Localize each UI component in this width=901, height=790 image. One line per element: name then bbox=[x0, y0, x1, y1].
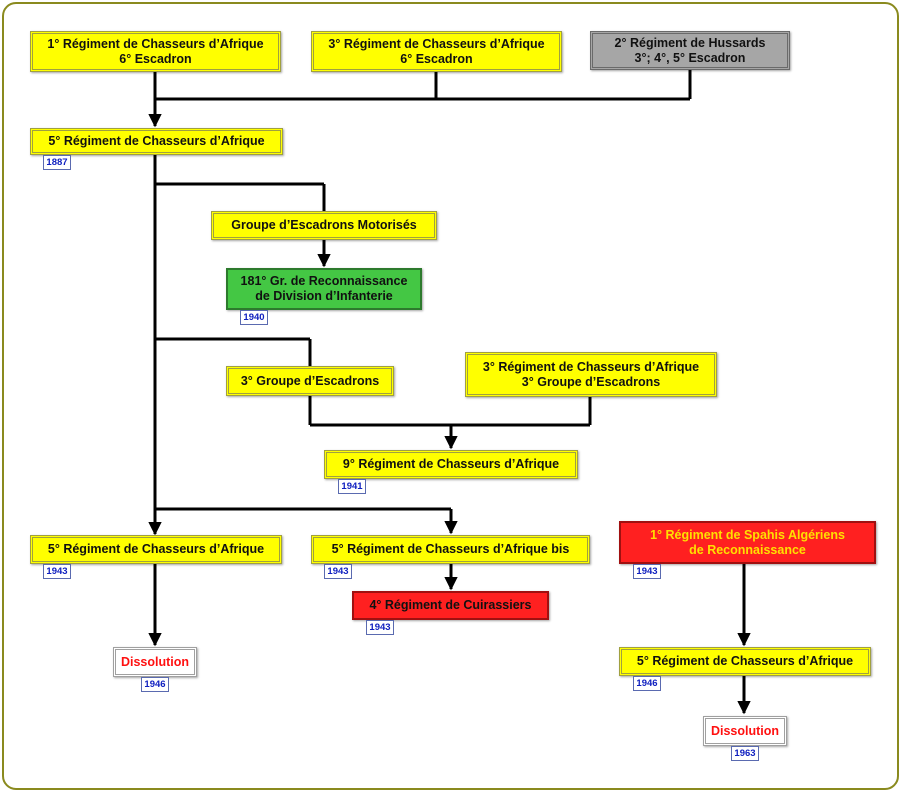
node-9rca: 9° Régiment de Chasseurs d’Afrique bbox=[324, 450, 578, 479]
node-181-gr-reconnaissance: 181° Gr. de Reconnaissance de Division d… bbox=[226, 268, 422, 310]
node-4e-cuirassiers: 4° Régiment de Cuirassiers bbox=[352, 591, 549, 620]
node-label: 2° Régiment de Hussards 3°; 4°, 5° Escad… bbox=[614, 35, 766, 65]
node-label: 1° Régiment de Spahis Algériens de Recon… bbox=[650, 527, 845, 557]
node-label: 9° Régiment de Chasseurs d’Afrique bbox=[342, 457, 560, 471]
node-label: 4° Régiment de Cuirassiers bbox=[369, 598, 532, 612]
node-3rca-3e-groupe: 3° Régiment de Chasseurs d’Afrique 3° Gr… bbox=[465, 352, 717, 397]
node-label: 1° Régiment de Chasseurs d’Afrique 6° Es… bbox=[47, 36, 264, 66]
year-badge-1943: 1943 bbox=[633, 564, 661, 579]
node-3rca-6e-escadron: 3° Régiment de Chasseurs d’Afrique 6° Es… bbox=[311, 31, 562, 72]
node-5rca-bis: 5° Régiment de Chasseurs d’Afrique bis bbox=[311, 535, 590, 564]
node-label: 3° Régiment de Chasseurs d’Afrique 6° Es… bbox=[328, 36, 545, 66]
node-label: 5° Régiment de Chasseurs d’Afrique bbox=[48, 134, 265, 148]
node-label: Dissolution bbox=[710, 723, 780, 738]
node-5rca-1946: 5° Régiment de Chasseurs d’Afrique bbox=[619, 647, 871, 676]
year-badge-1946: 1946 bbox=[633, 676, 661, 691]
node-3e-groupe-escadrons: 3° Groupe d’Escadrons bbox=[226, 366, 394, 396]
node-label: Groupe d’Escadrons Motorisés bbox=[231, 218, 417, 232]
node-dissolution-1963: Dissolution bbox=[703, 716, 787, 746]
node-groupe-escadrons-motorises: Groupe d’Escadrons Motorisés bbox=[211, 211, 437, 240]
node-label: 5° Régiment de Chasseurs d’Afrique bbox=[47, 542, 265, 556]
node-label: 5° Régiment de Chasseurs d’Afrique bbox=[636, 654, 854, 668]
year-badge-1941: 1941 bbox=[338, 479, 366, 494]
node-label: 3° Groupe d’Escadrons bbox=[240, 373, 380, 388]
year-badge-1963: 1963 bbox=[731, 746, 759, 761]
node-label: 181° Gr. de Reconnaissance de Division d… bbox=[240, 274, 408, 303]
node-dissolution-1946: Dissolution bbox=[113, 647, 197, 677]
year-badge-1943: 1943 bbox=[324, 564, 352, 579]
node-1-spahis-algeriens: 1° Régiment de Spahis Algériens de Recon… bbox=[619, 521, 876, 564]
node-label: Dissolution bbox=[120, 654, 190, 669]
year-badge-1946: 1946 bbox=[141, 677, 169, 692]
year-badge-1943: 1943 bbox=[366, 620, 394, 635]
year-badge-1887: 1887 bbox=[43, 155, 71, 170]
year-badge-1943: 1943 bbox=[43, 564, 71, 579]
node-5rca-1943: 5° Régiment de Chasseurs d’Afrique bbox=[30, 535, 282, 564]
node-label: 5° Régiment de Chasseurs d’Afrique bis bbox=[331, 542, 570, 556]
node-5rca-1887: 5° Régiment de Chasseurs d’Afrique bbox=[30, 128, 283, 155]
node-label: 3° Régiment de Chasseurs d’Afrique 3° Gr… bbox=[482, 359, 700, 389]
node-1rca-6e-escadron: 1° Régiment de Chasseurs d’Afrique 6° Es… bbox=[30, 31, 281, 72]
year-badge-1940: 1940 bbox=[240, 310, 268, 325]
node-2e-hussards: 2° Régiment de Hussards 3°; 4°, 5° Escad… bbox=[590, 31, 790, 70]
